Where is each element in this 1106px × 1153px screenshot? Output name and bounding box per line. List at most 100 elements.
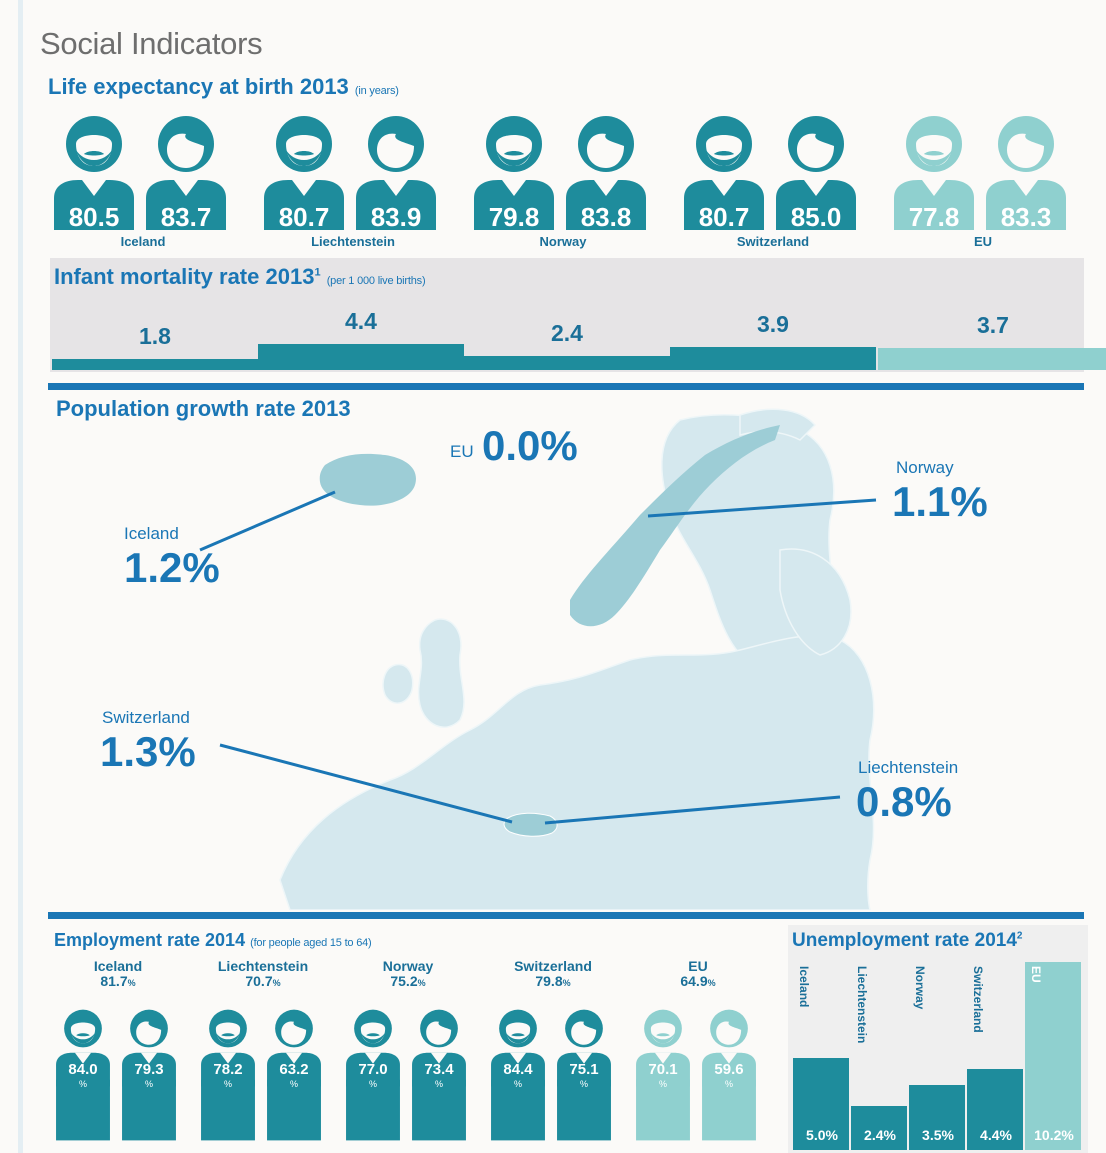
life-expectancy-country-label: Iceland bbox=[120, 234, 166, 249]
employment-women-pct: % bbox=[144, 1079, 153, 1089]
employment-women-pct: % bbox=[434, 1079, 443, 1089]
male-icon bbox=[54, 116, 134, 230]
life-expectancy-women-value: 83.7 bbox=[160, 202, 212, 232]
employment-total-value: 70.7% bbox=[193, 973, 333, 989]
norway-leader-line bbox=[647, 498, 877, 518]
female-icon bbox=[566, 116, 646, 230]
page-title: Social Indicators bbox=[40, 26, 263, 61]
europe-map bbox=[199, 408, 877, 910]
male-icon bbox=[684, 116, 764, 230]
employment-men-value: 77.0 bbox=[358, 1061, 388, 1078]
female-icon bbox=[356, 116, 436, 230]
infant-mortality-value: 4.4 bbox=[345, 308, 377, 334]
employment-total-value: 75.2% bbox=[338, 973, 478, 989]
eu-population-label: EU bbox=[450, 442, 474, 461]
map-uk bbox=[417, 618, 465, 728]
unemployment-bar bbox=[851, 1106, 907, 1150]
unemployment-title-text: Unemployment rate 2014 bbox=[792, 930, 1017, 951]
unemployment-country-label: Iceland bbox=[797, 966, 811, 1008]
employment-women-pct: % bbox=[579, 1079, 588, 1089]
map-iceland bbox=[319, 453, 416, 506]
infant-mortality-value: 1.8 bbox=[139, 323, 171, 349]
infant-mortality-bar bbox=[464, 356, 670, 370]
employment-country-label: Iceland bbox=[93, 958, 143, 974]
employment-women-value: 59.6 bbox=[714, 1061, 744, 1078]
unemployment-value: 4.4% bbox=[980, 1127, 1012, 1143]
employment-total-number: 81.7 bbox=[100, 973, 128, 989]
employment-country-label: Switzerland bbox=[514, 958, 592, 974]
section-divider-1 bbox=[48, 383, 1084, 390]
life-expectancy-men-value: 80.7 bbox=[698, 202, 750, 232]
life-expectancy-title: Life expectancy at birth 2013 (in years) bbox=[48, 74, 399, 100]
population-growth-title: Population growth rate 2013 bbox=[56, 396, 351, 421]
female-icon bbox=[267, 1009, 321, 1141]
unemployment-bar bbox=[967, 1069, 1023, 1150]
employment-women-value: 63.2 bbox=[279, 1061, 309, 1078]
unemployment-bar bbox=[909, 1085, 965, 1150]
left-accent-rule bbox=[18, 0, 23, 1153]
unemployment-value: 5.0% bbox=[806, 1127, 838, 1143]
norway-population-value: 1.1% bbox=[892, 478, 988, 525]
map-continent bbox=[279, 635, 875, 910]
eu-population-value: 0.0% bbox=[482, 422, 578, 469]
unemployment-value: 10.2% bbox=[1034, 1127, 1074, 1143]
female-icon bbox=[776, 116, 856, 230]
employment-title: Employment rate 2014 (for people aged 15… bbox=[54, 930, 372, 951]
employment-women-value: 75.1 bbox=[569, 1061, 599, 1078]
unemployment-country-label: Liechtenstein bbox=[855, 966, 869, 1044]
life-expectancy-country-label: EU bbox=[973, 234, 993, 249]
employment-country-label: EU bbox=[688, 958, 708, 974]
employment-men-value: 70.1 bbox=[648, 1061, 678, 1078]
employment-total-number: 70.7 bbox=[245, 973, 273, 989]
life-expectancy-title-text: Life expectancy at birth 2013 bbox=[48, 74, 349, 99]
employment-men-value: 78.2 bbox=[213, 1061, 243, 1078]
unemployment-bar bbox=[1025, 962, 1081, 1150]
switzerland-population-value: 1.3% bbox=[100, 728, 196, 775]
infant-mortality-bar bbox=[52, 359, 258, 370]
employment-women-value: 79.3 bbox=[134, 1061, 164, 1078]
employment-note: (for people aged 15 to 64) bbox=[250, 937, 372, 949]
section-divider-2 bbox=[48, 912, 1084, 919]
employment-total-value: 64.9% bbox=[628, 973, 768, 989]
employment-women-value: 73.4 bbox=[424, 1061, 454, 1078]
life-expectancy-women-value: 83.9 bbox=[370, 202, 422, 232]
employment-men-pct: % bbox=[223, 1079, 232, 1089]
map-switzerland bbox=[503, 812, 558, 837]
employment-total-pct: % bbox=[707, 978, 716, 988]
employment-men-value: 84.4 bbox=[503, 1061, 533, 1078]
life-expectancy-men-value: 80.5 bbox=[68, 202, 120, 232]
life-expectancy-country-label: Norway bbox=[539, 234, 587, 249]
life-expectancy-note: (in years) bbox=[354, 85, 399, 97]
employment-title-text: Employment rate 2014 bbox=[54, 930, 246, 950]
unemployment-country-label: EU bbox=[1029, 966, 1043, 983]
female-icon bbox=[412, 1009, 466, 1141]
liechtenstein-population-label: Liechtenstein bbox=[858, 758, 959, 777]
iceland-leader-line bbox=[199, 490, 336, 552]
female-icon bbox=[986, 116, 1066, 230]
unemployment-country-label: Norway bbox=[913, 966, 927, 1010]
employment-total-number: 79.8 bbox=[535, 973, 563, 989]
male-icon bbox=[346, 1009, 400, 1141]
norway-population-label: Norway bbox=[896, 458, 954, 477]
infant-mortality-bar bbox=[670, 347, 876, 370]
employment-total-number: 75.2 bbox=[390, 973, 418, 989]
employment-total-value: 81.7% bbox=[48, 973, 188, 989]
iceland-population-label: Iceland bbox=[124, 524, 179, 543]
employment-women-pct: % bbox=[724, 1079, 733, 1089]
employment-total-pct: % bbox=[272, 978, 281, 988]
infant-mortality-title: Infant mortality rate 20131 (per 1 000 l… bbox=[54, 264, 426, 290]
switzerland-leader-line bbox=[219, 743, 513, 824]
infant-mortality-title-text: Infant mortality rate 2013 bbox=[54, 264, 315, 289]
male-icon bbox=[491, 1009, 545, 1141]
infant-mortality-bar bbox=[878, 348, 1106, 370]
unemployment-bar bbox=[793, 1058, 849, 1150]
male-icon bbox=[474, 116, 554, 230]
infant-mortality-bar bbox=[258, 344, 464, 370]
